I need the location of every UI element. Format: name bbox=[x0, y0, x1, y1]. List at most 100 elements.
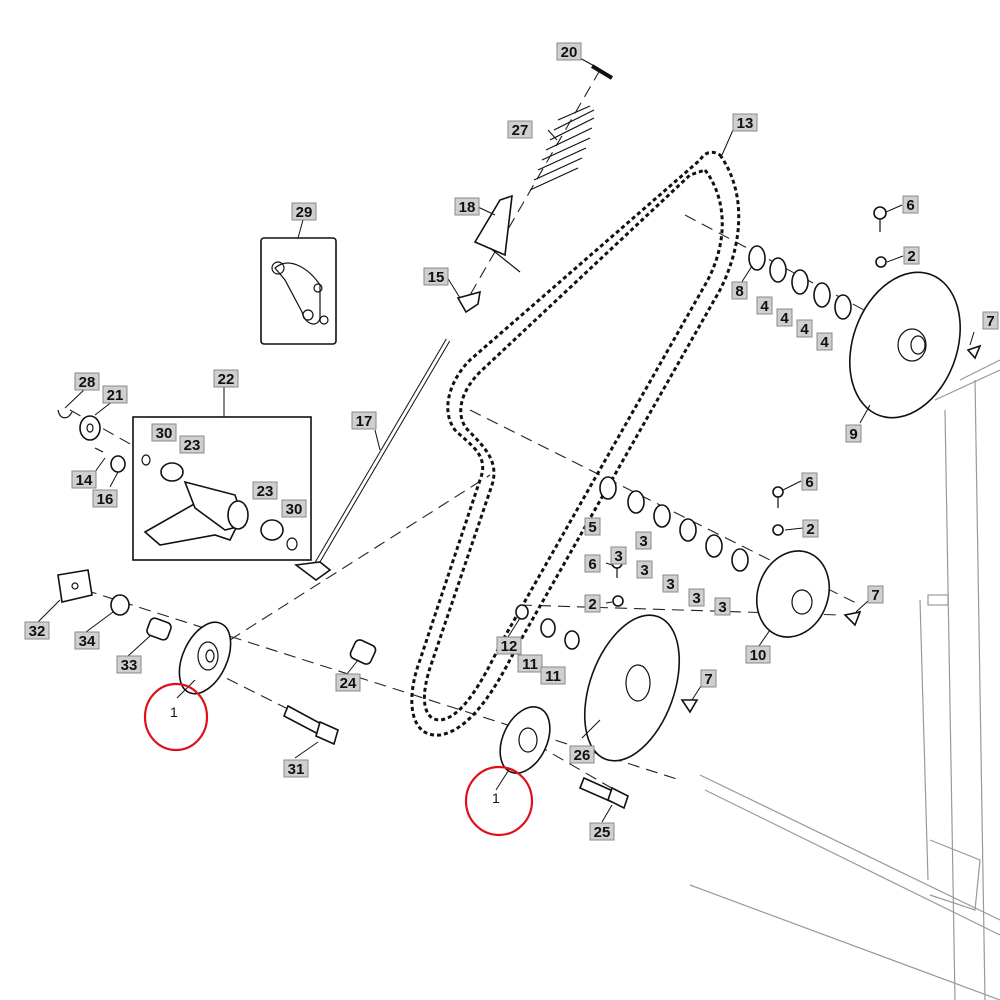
drive-chain bbox=[410, 150, 741, 737]
callout-box bbox=[517, 654, 543, 673]
callout-number: 23 bbox=[257, 483, 274, 500]
washers-upper bbox=[748, 245, 852, 320]
callout-number: 30 bbox=[286, 501, 303, 518]
callout-number: 7 bbox=[871, 587, 879, 604]
callout-box bbox=[540, 666, 566, 685]
callout-12: 12 bbox=[496, 636, 522, 655]
callout-34: 34 bbox=[74, 631, 100, 650]
callout-box bbox=[179, 435, 205, 454]
callout-box bbox=[569, 745, 595, 764]
callout-number: 26 bbox=[574, 747, 591, 764]
callout-box bbox=[816, 332, 833, 351]
sprocket-middle bbox=[756, 486, 862, 638]
callout-box bbox=[351, 411, 377, 430]
callout-25: 25 bbox=[589, 822, 615, 841]
callout-box bbox=[731, 281, 748, 300]
tension-bracket bbox=[473, 194, 521, 273]
callout-8: 8 bbox=[731, 281, 748, 300]
callout-number: 8 bbox=[735, 283, 743, 300]
callout-number: 11 bbox=[545, 668, 561, 685]
callout-box bbox=[867, 585, 884, 604]
idler-pulley-left bbox=[178, 621, 232, 695]
callout-7c: 7 bbox=[700, 669, 717, 688]
highlighted-part-number: 1 bbox=[492, 790, 500, 806]
inset-idler-arm bbox=[132, 416, 312, 561]
callout-number: 23 bbox=[184, 437, 201, 454]
callout-number: 3 bbox=[640, 562, 648, 579]
callout-number: 21 bbox=[107, 387, 124, 404]
callout-3b: 3 bbox=[636, 560, 653, 579]
callout-number: 18 bbox=[459, 199, 476, 216]
callout-box bbox=[902, 195, 919, 214]
highlight-circles: 11 bbox=[143, 682, 534, 837]
callout-27: 27 bbox=[507, 120, 533, 139]
spacers bbox=[110, 594, 172, 641]
callout-number: 4 bbox=[760, 298, 769, 315]
callout-box bbox=[584, 594, 601, 613]
callout-box bbox=[92, 489, 118, 508]
callout-3d: 3 bbox=[688, 588, 705, 607]
callout-box bbox=[732, 113, 758, 132]
callout-number: 27 bbox=[512, 122, 529, 139]
left-hardware bbox=[57, 409, 126, 473]
highlight-circle bbox=[143, 682, 209, 752]
callout-box bbox=[982, 311, 999, 330]
callout-box bbox=[71, 470, 97, 489]
callout-number: 13 bbox=[737, 115, 754, 132]
callout-box bbox=[745, 645, 771, 664]
callout-box bbox=[584, 554, 601, 573]
callout-6a: 6 bbox=[902, 195, 919, 214]
callout-box bbox=[636, 560, 653, 579]
callout-number: 2 bbox=[907, 248, 915, 265]
inset-chain-routing bbox=[260, 237, 337, 345]
callout-number: 11 bbox=[522, 656, 538, 673]
callout-26: 26 bbox=[569, 745, 595, 764]
callout-number: 22 bbox=[218, 371, 235, 388]
highlighted-part-number: 1 bbox=[170, 704, 178, 720]
bushing bbox=[456, 290, 481, 314]
callout-15: 15 bbox=[423, 267, 449, 286]
callout-11b: 11 bbox=[540, 666, 566, 685]
callout-number: 29 bbox=[296, 204, 313, 221]
callout-number: 30 bbox=[156, 425, 173, 442]
callout-13: 13 bbox=[732, 113, 758, 132]
callout-14: 14 bbox=[71, 470, 97, 489]
callout-box bbox=[589, 822, 615, 841]
callout-box bbox=[610, 546, 627, 565]
callout-number: 4 bbox=[820, 334, 829, 351]
washers-middle bbox=[599, 476, 749, 572]
callout-box bbox=[74, 631, 100, 650]
callout-4d: 4 bbox=[816, 332, 833, 351]
callout-33: 33 bbox=[116, 655, 142, 674]
callout-box bbox=[74, 372, 100, 391]
callout-number: 33 bbox=[121, 657, 138, 674]
callout-box bbox=[116, 655, 142, 674]
callout-31: 31 bbox=[283, 759, 309, 778]
washers-lower bbox=[515, 604, 580, 650]
callout-number: 14 bbox=[76, 472, 93, 489]
callout-6b: 6 bbox=[801, 472, 818, 491]
callout-3f: 3 bbox=[635, 531, 652, 550]
callout-number: 3 bbox=[614, 548, 622, 565]
callout-box bbox=[584, 517, 601, 536]
callout-20: 20 bbox=[556, 42, 582, 61]
callout-2a: 2 bbox=[903, 246, 920, 265]
callout-32: 32 bbox=[24, 621, 50, 640]
callout-box bbox=[714, 597, 731, 616]
callout-number: 4 bbox=[800, 321, 809, 338]
callout-box bbox=[662, 574, 679, 593]
callout-box bbox=[283, 759, 309, 778]
callout-7b: 7 bbox=[867, 585, 884, 604]
callout-box bbox=[635, 531, 652, 550]
callout-3e: 3 bbox=[714, 597, 731, 616]
callout-box bbox=[252, 481, 278, 500]
callout-number: 31 bbox=[288, 761, 305, 778]
callout-24: 24 bbox=[335, 673, 361, 692]
callout-number: 16 bbox=[97, 491, 114, 508]
bolt-upper bbox=[873, 206, 982, 360]
callout-number: 4 bbox=[780, 310, 789, 327]
callout-box bbox=[688, 588, 705, 607]
callout-box bbox=[281, 499, 307, 518]
